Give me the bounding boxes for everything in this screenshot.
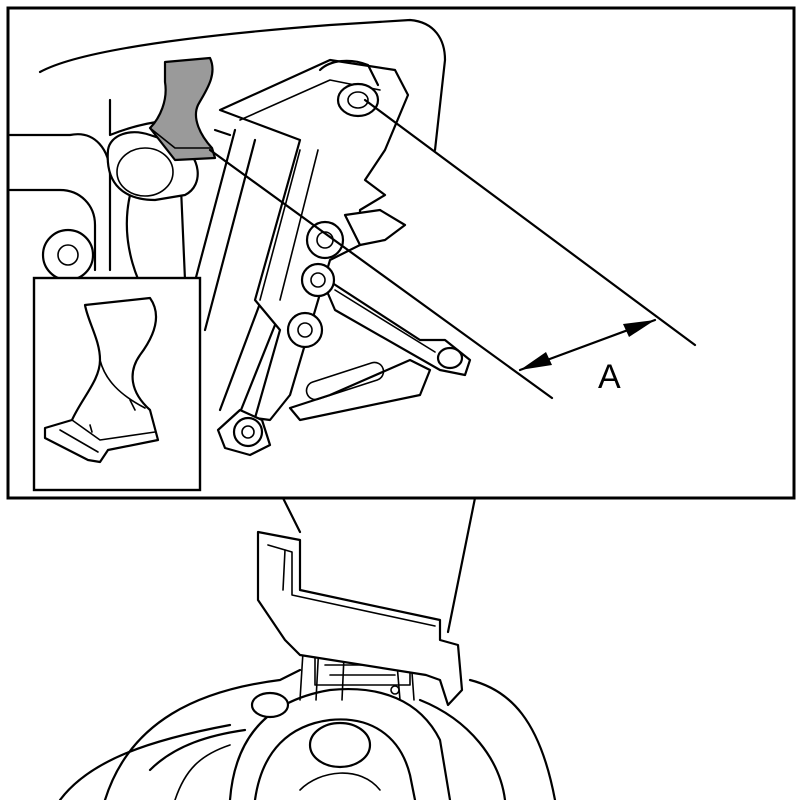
dimension-arrow-a — [518, 318, 657, 372]
nut-lower — [286, 311, 324, 349]
extension-line-upper — [363, 98, 697, 347]
detail-frame — [6, 6, 796, 500]
extension-line-lower — [208, 148, 554, 400]
clip-inset — [32, 276, 202, 492]
nut-middle — [300, 262, 336, 298]
clip-highlighted — [148, 56, 217, 162]
clip-closeup — [43, 296, 160, 464]
nut-bottom — [216, 408, 272, 457]
overview-assembly — [58, 530, 557, 800]
nut-upper — [305, 220, 345, 260]
dimension-label-a: A — [598, 358, 621, 396]
